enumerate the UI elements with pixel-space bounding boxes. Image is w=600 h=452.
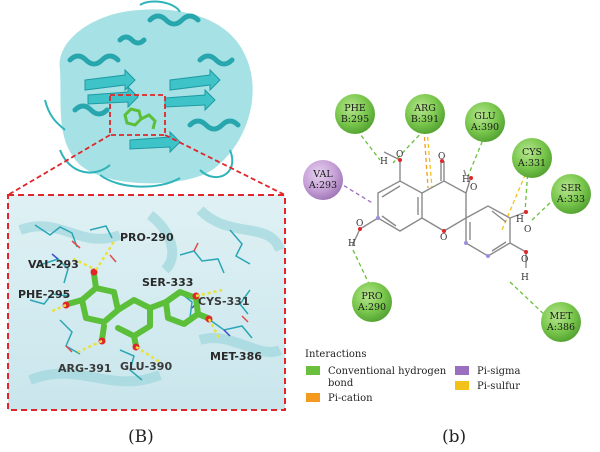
residue-arg-391: ARG B:391 — [405, 94, 445, 134]
svg-text:A:331: A:331 — [517, 158, 546, 169]
svg-text:VAL: VAL — [312, 169, 333, 180]
label-met-386: MET-386 — [210, 350, 262, 363]
residue-cys-331: CYS A:331 — [512, 138, 552, 178]
label-val-293: VAL-293 — [28, 258, 79, 271]
svg-text:B:295: B:295 — [341, 114, 369, 125]
atom-o-4p: O — [521, 255, 528, 265]
protein-cartoon — [44, 0, 253, 188]
atom-o-7: O — [356, 219, 363, 229]
atom-o-5: O — [396, 150, 403, 160]
atom-o-4: O — [438, 152, 445, 162]
zoom-connector-right — [164, 134, 286, 196]
svg-text:MET: MET — [550, 311, 574, 322]
svg-text:SER: SER — [561, 183, 582, 194]
svg-text:PRO: PRO — [361, 291, 383, 302]
residue-phe-295: PHE B:295 — [335, 94, 375, 134]
legend-swatch-pisigma — [455, 366, 469, 375]
legend-title: Interactions — [305, 349, 366, 360]
svg-text:ARG: ARG — [413, 103, 436, 114]
atom-h-3p: H — [516, 215, 524, 225]
caption-left: (B) — [128, 427, 154, 447]
residue-val-293: VAL A:293 — [303, 160, 343, 200]
label-pro-290: PRO-290 — [120, 231, 174, 244]
legend-label-pication: Pi-cation — [328, 393, 373, 404]
legend: Interactions Conventional hydrogen bond … — [305, 349, 521, 404]
atom-h-5: H — [380, 157, 388, 167]
svg-text:A:386: A:386 — [546, 322, 575, 333]
label-ser-333: SER-333 — [142, 276, 193, 289]
label-cys-331: CYS-331 — [198, 295, 250, 308]
zoom-connector-left — [7, 134, 111, 196]
label-glu-390: GLU-390 — [120, 360, 172, 373]
residue-glu-390: GLU A:390 — [465, 102, 505, 142]
svg-text:A:333: A:333 — [556, 194, 585, 205]
atom-h-3: H — [462, 175, 470, 185]
selection-box — [109, 94, 166, 136]
svg-text:B:391: B:391 — [411, 114, 439, 125]
svg-text:GLU: GLU — [474, 111, 495, 122]
svg-text:A:293: A:293 — [308, 180, 337, 191]
legend-swatch-pisulfur — [455, 381, 469, 390]
svg-text:PHE: PHE — [344, 103, 366, 114]
legend-label-pisulfur: Pi-sulfur — [477, 381, 520, 392]
legend-label-pisigma: Pi-sigma — [477, 366, 521, 377]
legend-swatch-hbond — [306, 366, 320, 375]
atom-o-1: O — [440, 233, 447, 243]
zoom-box-border — [7, 194, 286, 411]
residue-met-386: MET A:386 — [541, 302, 581, 342]
interaction-diagram: O H O O H O O H O H O H PHE B:295 ARG B:… — [303, 94, 591, 342]
atom-o-3: O — [470, 183, 477, 193]
atom-o-3p: O — [524, 225, 531, 235]
legend-label-hbond-2: bond — [328, 378, 354, 389]
atom-h-4p: H — [521, 273, 529, 283]
legend-label-hbond-1: Conventional hydrogen — [328, 366, 447, 377]
legend-swatch-pication — [306, 393, 320, 402]
svg-text:A:290: A:290 — [357, 302, 386, 313]
zoom-panel: PRO-290 VAL-293 PHE-295 SER-333 CYS-331 … — [8, 195, 285, 410]
caption-right: (b) — [442, 427, 466, 447]
svg-text:CYS: CYS — [522, 147, 542, 158]
atom-h-7: H — [348, 239, 356, 249]
residue-pro-290: PRO A:290 — [352, 282, 392, 322]
label-arg-391: ARG-391 — [58, 362, 112, 375]
residue-ser-333: SER A:333 — [551, 174, 591, 214]
label-phe-295: PHE-295 — [18, 288, 70, 301]
svg-text:A:390: A:390 — [470, 122, 499, 133]
